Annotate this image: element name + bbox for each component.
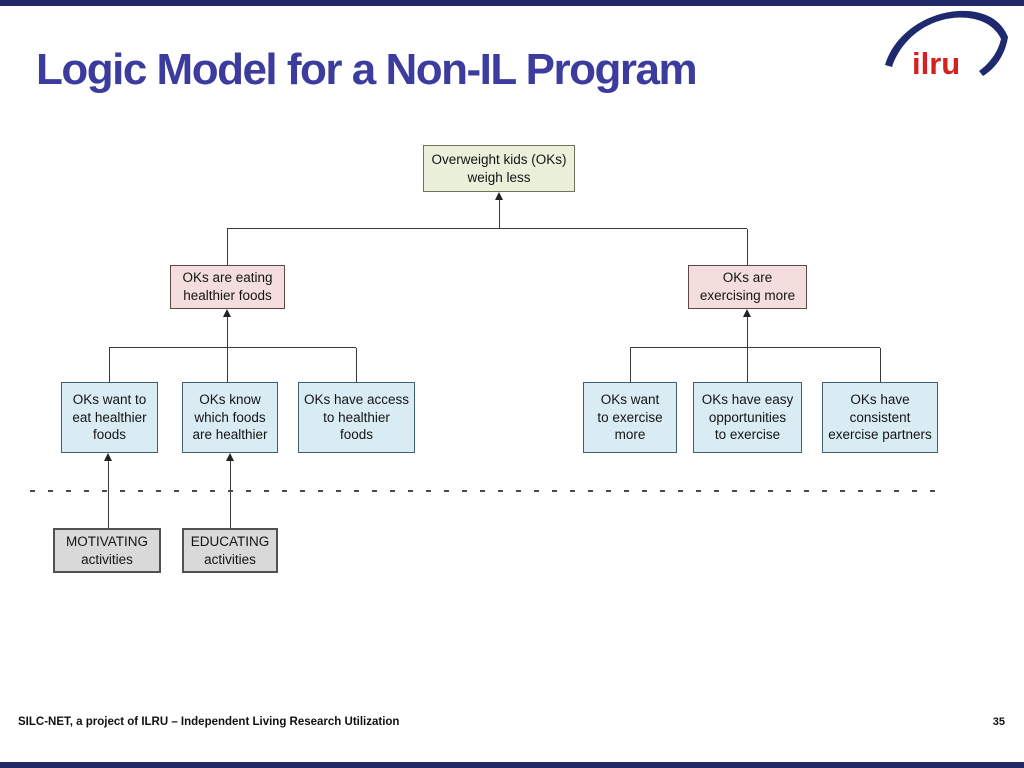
top-accent-bar — [0, 0, 1024, 6]
determinant-box-want-eat: OKs want to eat healthier foods — [61, 382, 158, 453]
determinant-box-know-foods: OKs know which foods are healthier — [182, 382, 278, 453]
arrow-up-b1 — [104, 453, 112, 461]
ilru-logo: ilru — [885, 10, 1008, 80]
connector-bus-left — [109, 347, 356, 348]
connector-drop-b6 — [880, 348, 881, 382]
determinant-box-want-exercise: OKs want to exercise more — [583, 382, 677, 453]
dashed-separator-line — [30, 490, 948, 492]
intermediate-box-eating: OKs are eating healthier foods — [170, 265, 285, 309]
intermediate-box-exercising: OKs are exercising more — [688, 265, 807, 309]
bottom-accent-bar — [0, 762, 1024, 768]
connector-left-pink-stem — [227, 317, 228, 382]
logo-swoosh-icon — [885, 10, 1008, 77]
logo-text: ilru — [912, 46, 960, 80]
determinant-box-easy-opportunities: OKs have easy opportunities to exercise — [693, 382, 802, 453]
outcome-box: Overweight kids (OKs) weigh less — [423, 145, 575, 192]
arrow-up-right-pink — [743, 309, 751, 317]
connector-drop-b4 — [630, 348, 631, 382]
determinant-box-exercise-partners: OKs have consistent exercise partners — [822, 382, 938, 453]
arrow-up-left-pink — [223, 309, 231, 317]
determinant-box-access-foods: OKs have access to healthier foods — [298, 382, 415, 453]
activity-box-motivating: MOTIVATING activities — [53, 528, 161, 573]
connector-motivating-stem — [108, 461, 109, 528]
footer-text: SILC-NET, a project of ILRU – Independen… — [18, 716, 400, 728]
page-number: 35 — [992, 716, 1005, 728]
arrow-up-outcome — [495, 192, 503, 200]
arrow-up-b2 — [226, 453, 234, 461]
connector-educating-stem — [230, 461, 231, 528]
page-title: Logic Model for a Non-IL Program — [36, 45, 698, 94]
connector-right-pink-stem — [747, 317, 748, 382]
connector-drop-left-pink — [227, 229, 228, 265]
connector-drop-b3 — [356, 348, 357, 382]
connector-drop-right-pink — [747, 229, 748, 265]
connector-outcome-stem — [499, 200, 500, 228]
activity-box-educating: EDUCATING activities — [182, 528, 278, 573]
connector-bus-level1 — [227, 228, 747, 229]
connector-drop-b1 — [109, 348, 110, 382]
connector-bus-right — [630, 347, 880, 348]
